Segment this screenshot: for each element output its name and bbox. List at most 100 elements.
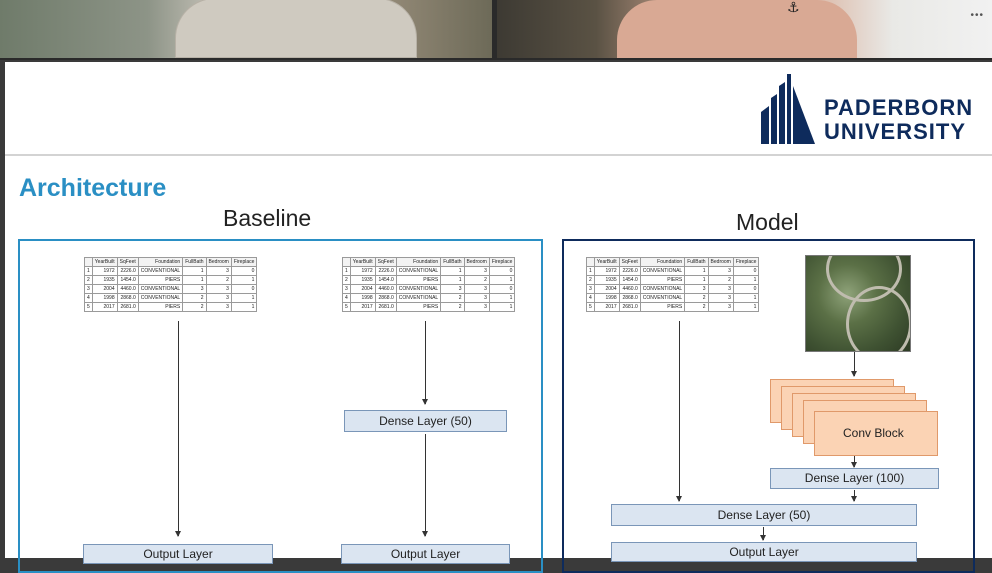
baseline-left-output-layer: Output Layer <box>83 544 273 564</box>
table-cell: 2681.0 <box>374 302 397 312</box>
flow-arrow <box>422 321 428 405</box>
table-cell: 1 <box>182 266 207 276</box>
table-cell: 2 <box>463 275 490 285</box>
table-header-cell: YearBuilt <box>349 257 376 267</box>
table-cell: 1 <box>440 275 465 285</box>
table-cell: 0 <box>488 284 516 294</box>
slide-title: Architecture <box>19 174 167 202</box>
table-header-cell: FullBath <box>182 257 207 267</box>
table-cell: 3 <box>463 266 490 276</box>
table-cell: 2 <box>342 275 351 285</box>
flow-arrow <box>175 321 181 537</box>
university-logo: PADERBORN UNIVERSITY <box>757 72 972 146</box>
flow-arrow <box>851 352 857 377</box>
table-cell: 2004 <box>349 284 376 294</box>
table-cell: 1 <box>440 266 465 276</box>
table-cell: 1 <box>732 302 760 312</box>
conv-block: Conv Block <box>814 411 938 456</box>
table-cell: 2017 <box>349 302 376 312</box>
table-cell: 1 <box>342 266 351 276</box>
table-header-cell: YearBuilt <box>91 257 118 267</box>
table-cell: 5 <box>84 302 93 312</box>
flow-arrow <box>676 321 682 502</box>
table-header-cell: Fireplace <box>230 257 258 267</box>
model-dense-layer-100: Dense Layer (100) <box>770 468 939 489</box>
table-cell: 3 <box>707 302 734 312</box>
flow-arrow <box>422 434 428 537</box>
table-cell: 1 <box>488 293 516 303</box>
table-cell: 1 <box>230 275 258 285</box>
table-cell: CONVENTIONAL <box>137 266 184 276</box>
participant-video-left[interactable] <box>0 0 492 58</box>
table-cell: 2226.0 <box>374 266 397 276</box>
table-header-cell: Bedroom <box>205 257 232 267</box>
table-cell: 1998 <box>91 293 118 303</box>
table-cell: 3 <box>463 284 490 294</box>
table-cell: 0 <box>230 284 258 294</box>
table-header-row: YearBuilt SqFeet Foundation FullBath Bed… <box>84 257 258 267</box>
table-cell: 3 <box>440 284 465 294</box>
table-cell: 1998 <box>349 293 376 303</box>
table-cell: 3 <box>205 266 232 276</box>
table-header-cell: SqFeet <box>116 257 139 267</box>
table-cell: 1 <box>182 275 207 285</box>
model-output-layer: Output Layer <box>611 542 917 562</box>
table-cell: 3 <box>182 284 207 294</box>
baseline-right-output-layer: Output Layer <box>341 544 510 564</box>
table-cell: 2868.0 <box>374 293 397 303</box>
table-cell: 2868.0 <box>116 293 139 303</box>
participant-video-right[interactable]: ⚓ ••• <box>497 0 992 58</box>
table-cell: 1454.0 <box>116 275 139 285</box>
table-cell: 4 <box>84 293 93 303</box>
table-cell: 2226.0 <box>116 266 139 276</box>
flow-arrow <box>851 456 857 468</box>
table-header-cell <box>84 257 93 267</box>
tabular-data-table: YearBuilt SqFeet Foundation FullBath Bed… <box>586 257 760 312</box>
table-cell: 0 <box>488 266 516 276</box>
video-strip: ⚓ ••• <box>0 0 992 60</box>
table-header-row: YearBuilt SqFeet Foundation FullBath Bed… <box>586 257 760 267</box>
aerial-image <box>805 255 911 352</box>
table-cell: 3 <box>205 302 232 312</box>
university-logo-mark <box>761 74 815 144</box>
table-cell: PIERS <box>395 302 442 312</box>
flow-arrow <box>851 490 857 502</box>
table-cell: 2017 <box>91 302 118 312</box>
model-heading: Model <box>736 209 799 235</box>
tabular-data-table: YearBuilt SqFeet Foundation FullBath Bed… <box>342 257 516 312</box>
table-cell: 0 <box>230 266 258 276</box>
table-cell: CONVENTIONAL <box>137 293 184 303</box>
model-dense-layer-50: Dense Layer (50) <box>611 504 917 526</box>
table-cell: 1972 <box>91 266 118 276</box>
baseline-heading: Baseline <box>223 205 312 231</box>
table-cell: 2 <box>205 275 232 285</box>
table-cell: 4460.0 <box>116 284 139 294</box>
flow-arrow <box>760 527 766 541</box>
table-cell: CONVENTIONAL <box>395 266 442 276</box>
table-cell: 4 <box>342 293 351 303</box>
more-options-icon[interactable]: ••• <box>970 10 984 21</box>
anchor-icon: ⚓ <box>787 0 800 16</box>
logo-line-1: PADERBORN <box>824 95 974 120</box>
table-cell: 2004 <box>91 284 118 294</box>
table-cell: 2 <box>182 293 207 303</box>
tabular-data-table: YearBuilt SqFeet Foundation FullBath Bed… <box>84 257 258 312</box>
table-cell: 1935 <box>349 275 376 285</box>
table-cell: CONVENTIONAL <box>395 284 442 294</box>
table-cell: CONVENTIONAL <box>137 284 184 294</box>
table-cell: 4460.0 <box>374 284 397 294</box>
table-cell: 1 <box>488 302 516 312</box>
table-header-cell: SqFeet <box>374 257 397 267</box>
table-cell: 2 <box>84 275 93 285</box>
table-cell: 3 <box>84 284 93 294</box>
